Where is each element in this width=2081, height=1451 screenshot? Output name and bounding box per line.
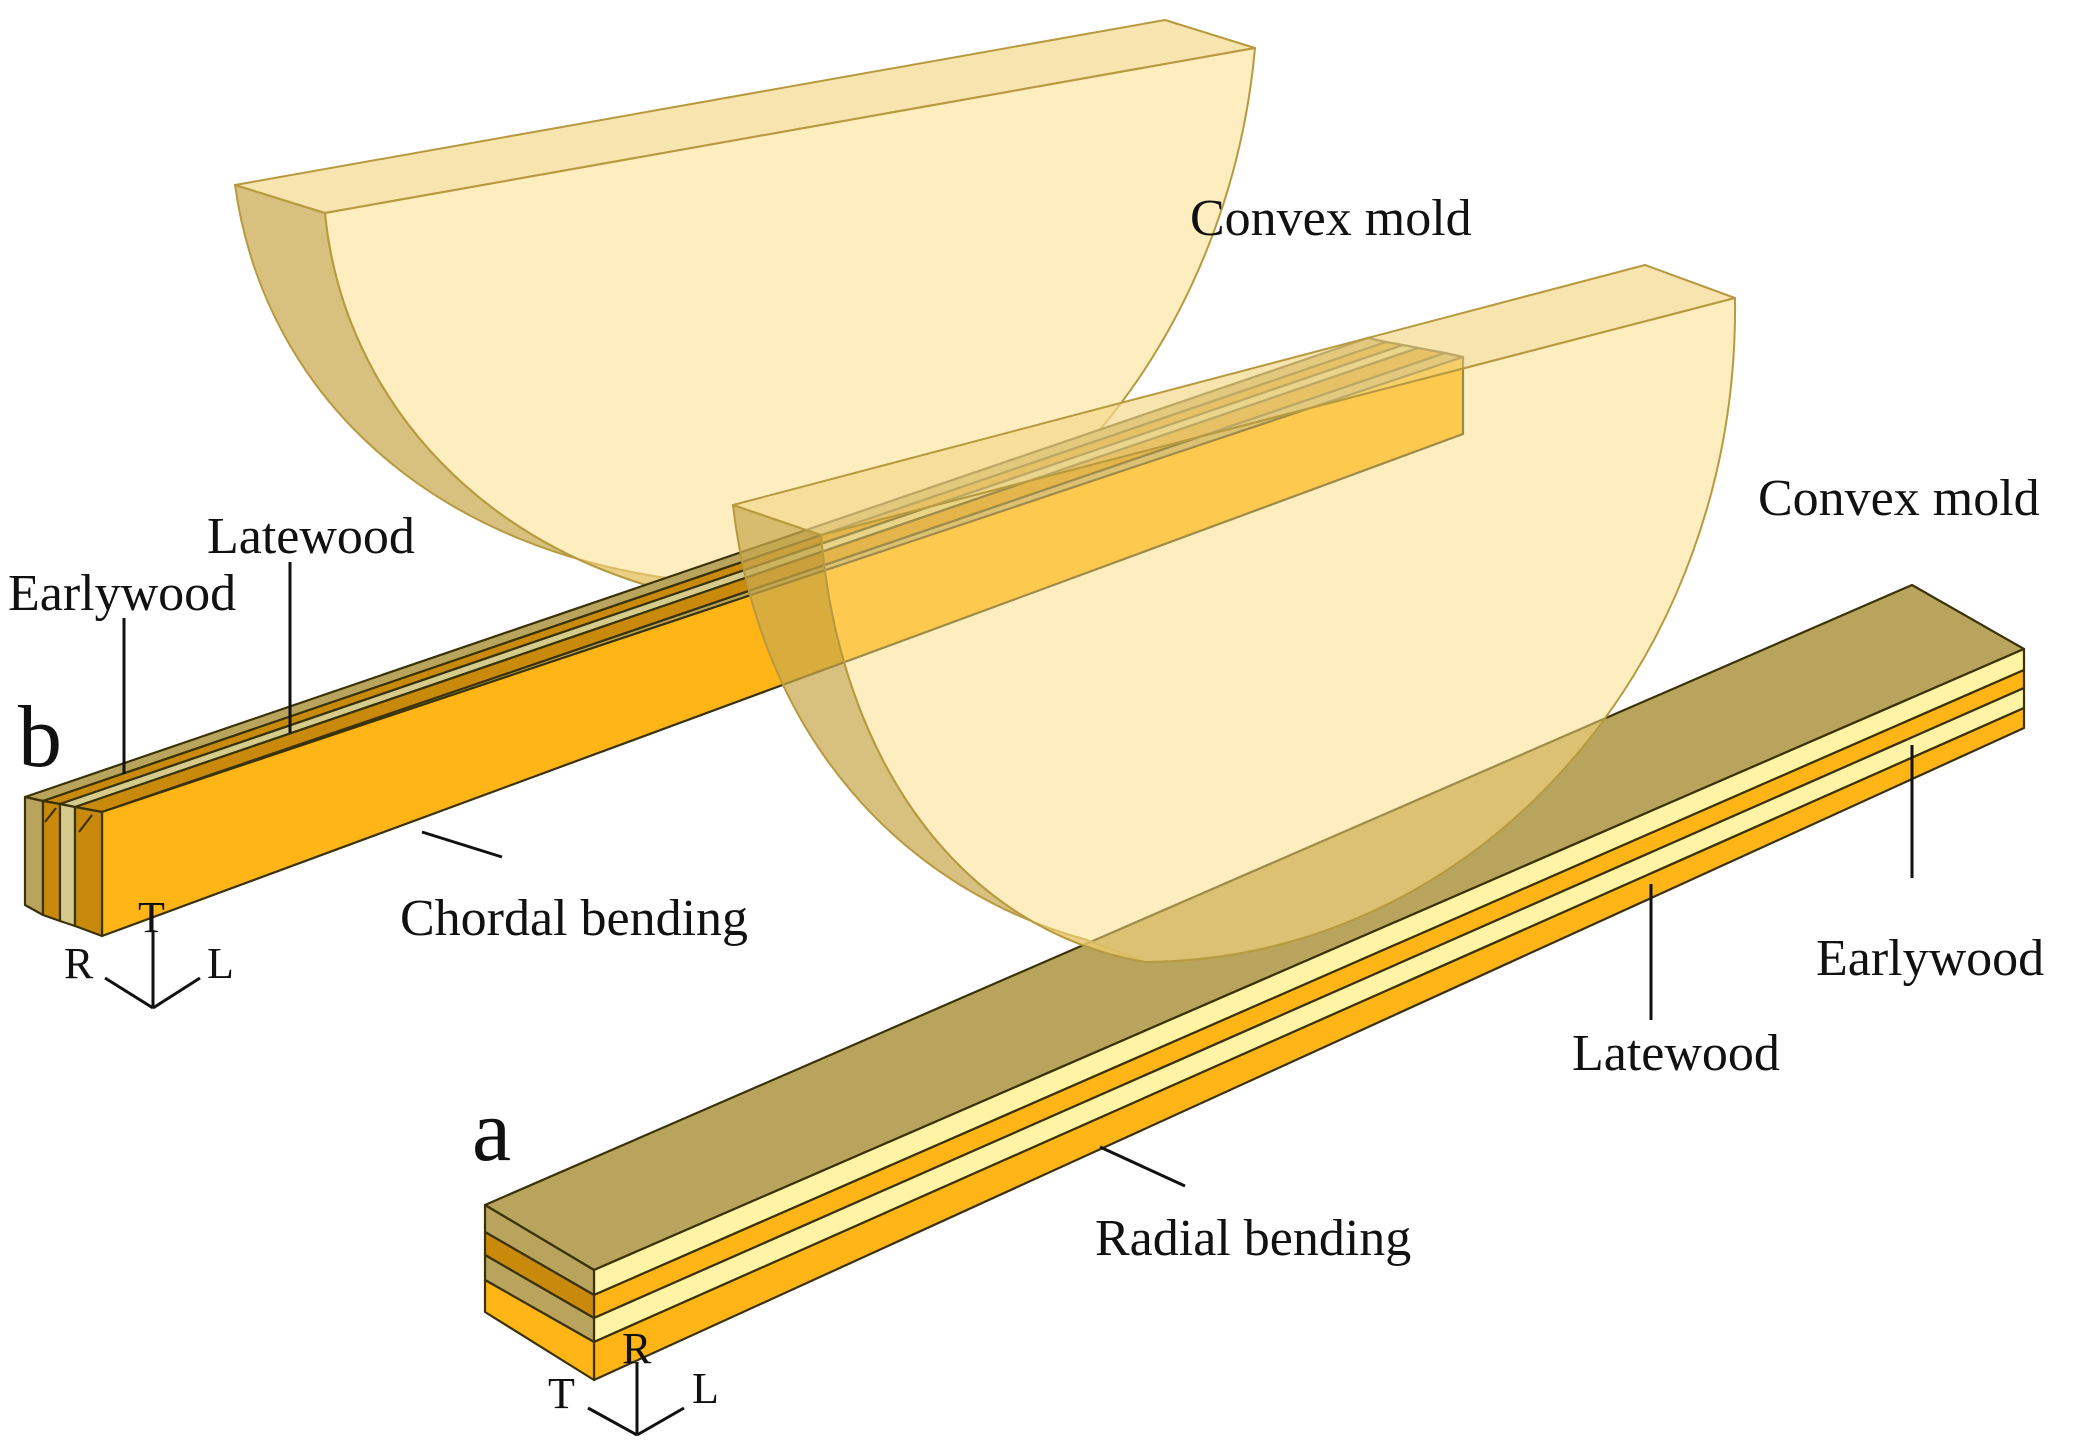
beam-a-title: Radial bending xyxy=(1095,1210,1411,1267)
convex-mold-front xyxy=(732,264,1737,963)
panel-b-label: b xyxy=(18,689,62,786)
beam-b-latewood-label: Latewood xyxy=(207,508,415,565)
beam-a-latewood-label: Latewood xyxy=(1572,1025,1780,1082)
beam-b-title: Chordal bending xyxy=(400,890,748,947)
beam-b-ring-edge-2 xyxy=(78,814,93,833)
panel-a-label: a xyxy=(472,1083,511,1180)
convex-mold-back-label: Convex mold xyxy=(1190,190,1472,247)
axis-a-l-label: L xyxy=(692,1364,719,1413)
axis-b-r xyxy=(104,976,154,1010)
axis-b-r-label: R xyxy=(64,939,94,988)
axis-b-l-label: L xyxy=(207,939,234,988)
leader-lines xyxy=(122,562,1914,1188)
leader-a-radial xyxy=(1099,1145,1186,1188)
beam-b-end-band-2 xyxy=(41,799,62,923)
axis-a-t-label: T xyxy=(548,1369,575,1418)
beam-b-end-band-1 xyxy=(23,795,45,917)
axis-b-t-label: T xyxy=(138,893,165,942)
axis-a-l xyxy=(636,1406,685,1437)
axis-a-t xyxy=(587,1406,638,1437)
beam-b-earlywood-label: Earlywood xyxy=(8,565,236,622)
leader-b-chordal xyxy=(421,830,503,859)
beam-b-ring-edge-1 xyxy=(44,807,57,823)
axes-b xyxy=(104,930,201,1010)
beam-b-end-band-3 xyxy=(58,802,77,928)
beam-a-earlywood-label: Earlywood xyxy=(1816,930,2044,987)
beam-b-end-band-4 xyxy=(73,805,104,938)
convex-mold-front-label: Convex mold xyxy=(1758,470,2040,527)
axes-a xyxy=(587,1362,685,1437)
beam-a-end-band-4 xyxy=(483,1278,596,1382)
mold-front-face xyxy=(820,297,1737,963)
axis-a-r-label: R xyxy=(622,1324,652,1373)
axis-b-l xyxy=(152,976,201,1010)
